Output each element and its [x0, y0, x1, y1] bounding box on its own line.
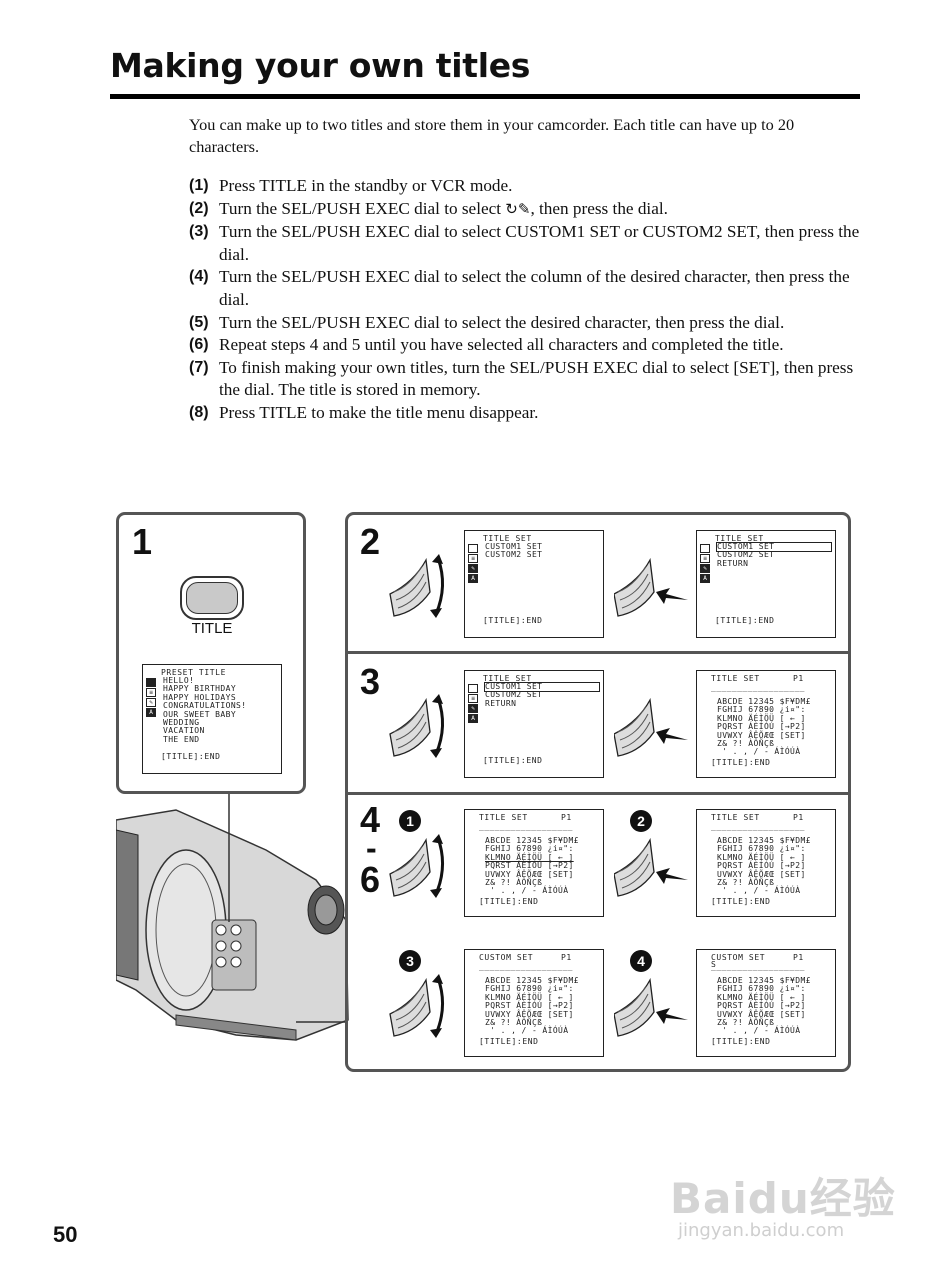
- char-select-screen: TITLE SET P1 __________________ ABCDE 12…: [696, 670, 836, 778]
- step-number-6: 6: [360, 859, 381, 900]
- preset-item: HAPPY BIRTHDAY: [163, 684, 237, 694]
- step-2: (2)Turn the SEL/PUSH EXEC dial to select…: [189, 198, 668, 218]
- menu-item-selected: CUSTOM1 SET: [484, 681, 600, 693]
- menu-item: CUSTOM1 SET: [485, 542, 543, 551]
- page-title: Making your own titles: [110, 46, 531, 85]
- step-number-4: 4: [360, 799, 381, 840]
- title-list-icon: ≡: [146, 688, 156, 697]
- menu-icon-column: ≡ ✎ A: [146, 678, 158, 718]
- dial-turn-icon: [389, 694, 444, 758]
- preset-title-screen: PRESET TITLE ≡ ✎ A HELLO! HAPPY BIRTHDAY…: [142, 664, 282, 774]
- custom-set-screen: CUSTOM SET P1 S __________________ ABCDE…: [696, 949, 836, 1057]
- preset-item: CONGRATULATIONS!: [163, 701, 247, 711]
- title-a-icon: A: [468, 714, 478, 723]
- dial-press-icon: [614, 557, 688, 617]
- panel-divider: [346, 651, 850, 654]
- custom-title-icon: [468, 544, 478, 553]
- page-header: Making your own titles: [110, 46, 860, 99]
- menu-item-return: RETURN: [717, 558, 749, 568]
- menu-item: CUSTOM2 SET: [485, 690, 543, 700]
- title-pen-icon: ✎: [146, 698, 156, 707]
- title-list-icon: ≡: [468, 554, 478, 563]
- title-pen-icon: ↻✎: [505, 201, 531, 218]
- title-set-screen: TITLE SET ≡ ✎ A CUSTOM1 SET CUSTOM2 SET …: [696, 530, 836, 638]
- circled-step-4: 4: [630, 950, 652, 972]
- intro-paragraph: You can make up to two titles and store …: [189, 115, 795, 156]
- step-number-3: 3: [360, 661, 381, 702]
- custom-title-icon: [468, 684, 478, 693]
- step-5: (5)Turn the SEL/PUSH EXEC dial to select…: [189, 312, 785, 332]
- custom-title-icon: [700, 544, 710, 553]
- dial-press-icon: [614, 697, 688, 757]
- step-1: (1)Press TITLE in the standby or VCR mod…: [189, 176, 513, 195]
- menu-item-selected: CUSTOM1 SET: [716, 541, 832, 553]
- step-4: (4)Turn the SEL/PUSH EXEC dial to select…: [189, 267, 850, 309]
- step-number-dash: -: [366, 830, 377, 866]
- step-8: (8)Press TITLE to make the title menu di…: [189, 402, 539, 422]
- page-number: 50: [53, 1222, 78, 1247]
- preset-item: HELLO!: [163, 676, 195, 685]
- preset-item: OUR SWEET BABY: [163, 709, 237, 719]
- preset-item: THE END: [163, 734, 200, 744]
- title-set-screen: TITLE SET ≡ ✎ A CUSTOM1 SET CUSTOM2 SET …: [464, 530, 604, 638]
- title-list-icon: ≡: [700, 554, 710, 563]
- custom-set-screen: CUSTOM SET P1 __________________ ABCDE 1…: [464, 949, 604, 1057]
- watermark-url: jingyan.baidu.com: [678, 1220, 845, 1241]
- entered-text: S: [711, 960, 717, 969]
- title-a-icon: A: [700, 574, 710, 583]
- char-select-screen: TITLE SET P1 __________________ ABCDE 12…: [464, 809, 604, 917]
- circled-step-3: 3: [399, 950, 421, 972]
- title-button-label: TITLE: [191, 620, 233, 637]
- title-button[interactable]: [180, 576, 244, 620]
- title-pen-icon: ✎: [700, 564, 710, 573]
- title-list-icon: ≡: [468, 694, 478, 703]
- dial-turn-icon: [389, 834, 444, 898]
- preset-item: HAPPY HOLIDAYS: [163, 692, 237, 702]
- dial-press-icon: [614, 837, 688, 897]
- step-number-1: 1: [132, 521, 153, 562]
- title-pen-icon: ✎: [468, 704, 478, 713]
- dial-press-icon: [614, 977, 688, 1037]
- watermark-logo: Baidu经验: [670, 1174, 896, 1223]
- preset-item: VACATION: [163, 726, 205, 736]
- title-rule: [110, 94, 860, 99]
- step-6: (6)Repeat steps 4 and 5 until you have s…: [189, 335, 784, 355]
- menu-item: CUSTOM2 SET: [717, 550, 775, 560]
- custom-title-icon: [146, 678, 156, 687]
- title-pen-icon: ✎: [468, 564, 478, 573]
- title-set-screen: TITLE SET ≡ ✎ A CUSTOM1 SET CUSTOM2 SET …: [464, 670, 604, 778]
- title-a-icon: A: [146, 708, 156, 717]
- step-3: (3)Turn the SEL/PUSH EXEC dial to select…: [189, 222, 860, 264]
- dial-turn-icon: [389, 554, 444, 618]
- step-number-2: 2: [360, 521, 381, 562]
- title-a-icon: A: [468, 574, 478, 583]
- panel-divider: [346, 792, 850, 795]
- menu-item-return: RETURN: [485, 698, 517, 708]
- circled-step-1: 1: [399, 810, 421, 832]
- steps-list: (1)Press TITLE in the standby or VCR mod…: [189, 175, 861, 425]
- preset-item: WEDDING: [163, 718, 200, 727]
- menu-item: CUSTOM2 SET: [485, 550, 543, 560]
- dial-turn-icon: [389, 974, 444, 1038]
- char-select-screen: TITLE SET P1 __________________ ABCDE 12…: [696, 809, 836, 917]
- circled-step-2: 2: [630, 810, 652, 832]
- camcorder-illustration: [116, 790, 349, 1041]
- step-7: (7)To finish making your own titles, tur…: [189, 357, 854, 400]
